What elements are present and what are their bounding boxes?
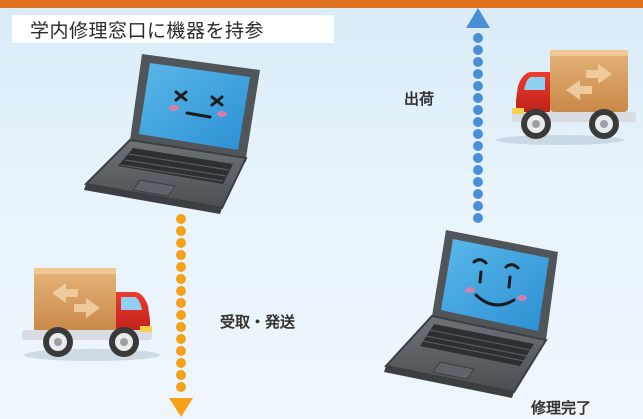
blue-dotted-arrow-up — [466, 8, 490, 223]
delivery-truck-icon — [496, 50, 636, 145]
page-title: 学内修理窓口に機器を持参 — [30, 20, 265, 42]
label-repair-complete: 修理完了 — [531, 400, 592, 417]
top-accent-bar — [0, 0, 643, 8]
broken-laptop-icon — [83, 54, 260, 214]
delivery-truck-icon — [22, 268, 160, 361]
orange-dotted-arrow-down — [169, 214, 193, 417]
label-receive-ship: 受取・発送 — [220, 314, 296, 331]
label-ship-out: 出荷 — [404, 91, 435, 108]
fixed-laptop-icon — [384, 230, 558, 398]
title-banner: 学内修理窓口に機器を持参 — [12, 15, 334, 43]
